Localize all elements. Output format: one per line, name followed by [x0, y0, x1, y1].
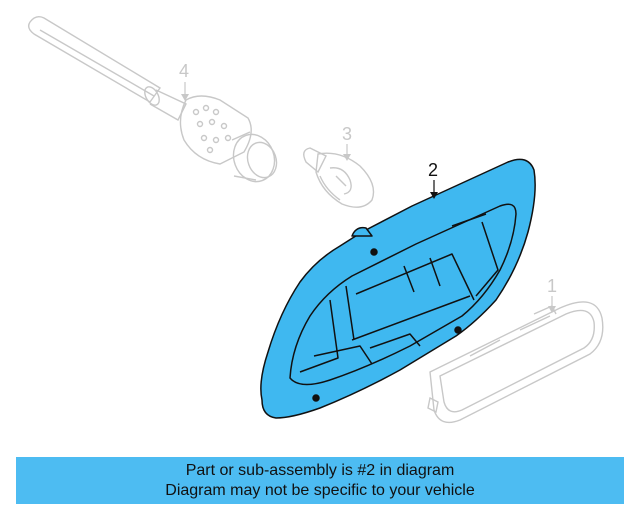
callout-1-label: 1: [547, 276, 557, 296]
callout-4: 4: [179, 61, 189, 101]
part-3-bulb: [303, 147, 375, 208]
callout-1: 1: [547, 276, 557, 313]
part-4-socket-wire: [27, 15, 278, 183]
info-banner: Part or sub-assembly is #2 in diagram Di…: [16, 457, 624, 504]
callout-3-label: 3: [342, 124, 352, 144]
callout-2-label: 2: [428, 160, 438, 180]
banner-line-1: Part or sub-assembly is #2 in diagram: [185, 461, 455, 479]
parts-diagram: 4 3 2 1: [27, 15, 604, 424]
part-2-lamp-housing: [260, 158, 536, 419]
banner-line-2: Diagram may not be specific to your vehi…: [165, 481, 475, 499]
callout-4-label: 4: [179, 61, 189, 81]
housing-inner-rim: [289, 203, 517, 386]
part-1-lens: [427, 301, 604, 424]
callout-3: 3: [342, 124, 352, 161]
callout-2: 2: [428, 160, 438, 199]
